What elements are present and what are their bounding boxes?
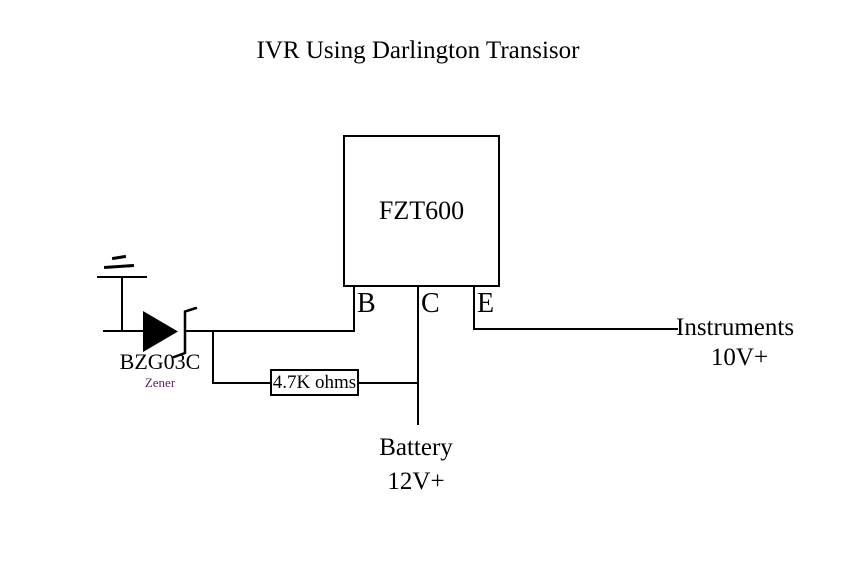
pin-label-base: B bbox=[357, 288, 376, 319]
wire-ground-to-anode bbox=[103, 330, 147, 332]
wire-base-pin bbox=[353, 287, 355, 332]
wire-collector-pin bbox=[417, 287, 419, 425]
battery-label-block: Battery 12V+ bbox=[352, 431, 480, 499]
transistor-box: FZT600 bbox=[343, 135, 500, 287]
instruments-label: Instruments bbox=[676, 314, 795, 341]
wire-junction-drop bbox=[212, 330, 214, 384]
pin-label-emitter: E bbox=[477, 288, 495, 319]
resistor-box: 4.7K ohms bbox=[270, 369, 359, 396]
battery-voltage: 12V+ bbox=[387, 468, 445, 495]
zener-part-label: BZG03C bbox=[119, 349, 201, 374]
zener-type-label: Zener bbox=[144, 375, 176, 390]
diode-triangle bbox=[143, 311, 178, 352]
wire-cathode-to-base bbox=[186, 330, 355, 332]
transistor-label: FZT600 bbox=[378, 196, 465, 225]
pin-label-collector: C bbox=[421, 288, 440, 319]
ground-stem bbox=[121, 277, 123, 331]
wire-emitter-to-instruments bbox=[473, 328, 678, 330]
instruments-voltage: 10V+ bbox=[710, 344, 769, 371]
diagram-title: IVR Using Darlington Transisor bbox=[256, 37, 580, 64]
zener-cathode-bar bbox=[172, 306, 198, 359]
resistor-label: 4.7K ohms bbox=[272, 371, 357, 393]
battery-label: Battery bbox=[379, 434, 453, 461]
zener-diode-icon bbox=[143, 306, 198, 359]
ground-line-top bbox=[111, 254, 127, 261]
wire-emitter-pin bbox=[473, 287, 475, 330]
wire-resistor-to-collector bbox=[357, 382, 419, 384]
ground-line-middle bbox=[103, 263, 135, 270]
wire-to-resistor bbox=[212, 382, 272, 384]
